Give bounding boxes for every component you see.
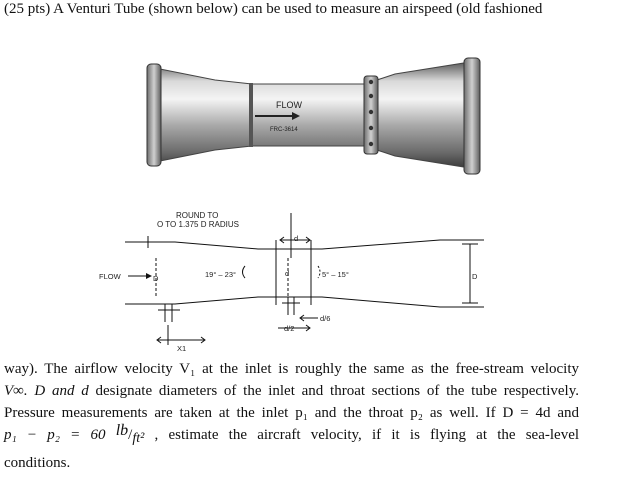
throat-diameter-label: d [285,269,289,278]
designate-text: designate diameters of the inlet and thr… [95,383,579,399]
v-infinity: V∞. [4,383,28,399]
paragraph-line-2: V∞. D and d designate diameters of the i… [4,380,579,402]
photo-tag-label: FRC-3614 [270,127,298,133]
venturi-photo: FLOW FRC-3614 [146,57,481,175]
pressure-difference: p₁ − p₂ = 60 [4,427,106,443]
round-to-label-1: ROUND TO [176,211,218,220]
paragraph-line-5: conditions. [4,455,71,471]
x1-label: X1 [177,344,186,353]
diagram-flow-label: FLOW [99,272,122,281]
d-over-2-label: d/2 [284,324,294,333]
inlet-diameter-label: D [153,274,159,283]
d-and-d-text: D and d [34,383,89,399]
paragraph-line-1: way). The airflow velocity V₁ at the inl… [4,361,579,377]
problem-intro: (25 pts) A Venturi Tube (shown below) ca… [4,1,543,17]
d-over-6-label: d/6 [320,314,330,323]
paragraph-line-4: p₁ − p₂ = 60 lb/ft² , estimate the aircr… [4,422,580,447]
venturi-figure: FLOW FRC-3614 [99,57,484,353]
outlet-diameter-label: D [472,272,478,281]
venturi-diagram [125,213,484,345]
unit-numerator: lb [115,422,129,439]
top-d-label: d [294,234,298,243]
photo-flow-label: FLOW [276,100,303,110]
converge-angle-label: 19° – 23° [205,270,236,279]
round-to-label-2: O TO 1.375 D RADIUS [157,220,239,229]
paragraph-line-3: Pressure measurements are taken at the i… [4,405,579,421]
diverge-angle-label: 5° – 15° [322,270,349,279]
unit-fraction: lb/ft² [115,422,145,446]
estimate-text: , estimate the aircraft velocity, if it … [154,427,580,443]
unit-denominator: ft² [132,431,145,446]
